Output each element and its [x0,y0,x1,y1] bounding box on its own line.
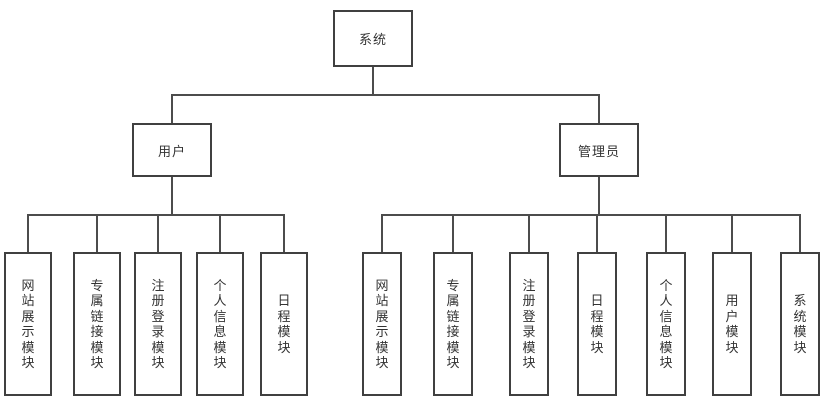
node-user-exclusive-link-module: 专属链接模块 [73,252,121,396]
node-user-website-display-module-label: 网站展示模块 [21,277,35,371]
node-admin-schedule-module: 日程模块 [577,252,617,396]
connector-admin-drop [598,94,600,123]
node-system-root: 系统 [333,10,413,67]
connector-user-drop [171,94,173,123]
node-admin-user-module: 用户模块 [712,252,752,396]
node-admin-user-module-label: 用户模块 [725,293,739,355]
node-admin-register-login-module-label: 注册登录模块 [522,277,536,371]
node-admin-label: 管理员 [577,143,620,159]
node-user-website-display-module: 网站展示模块 [4,252,52,396]
connector-admin-child-3-drop [596,214,598,252]
node-user-register-login-module: 注册登录模块 [134,252,182,396]
node-user-personal-info-module: 个人信息模块 [196,252,244,396]
node-user-register-login-module-label: 注册登录模块 [151,277,165,371]
node-admin-personal-info-module: 个人信息模块 [646,252,686,396]
connector-root-down [372,67,374,94]
node-admin-personal-info-module-label: 个人信息模块 [659,277,673,371]
connector-admin-child-5-drop [731,214,733,252]
node-admin-system-module: 系统模块 [780,252,820,396]
node-admin: 管理员 [559,123,639,177]
node-admin-exclusive-link-module-label: 专属链接模块 [446,277,460,371]
node-user-schedule-module-label: 日程模块 [277,293,291,355]
connector-admin-child-4-drop [665,214,667,252]
connector-admin-children-rail [381,214,801,216]
node-system-root-label: 系统 [358,32,387,47]
connector-user-child-2-drop [157,214,159,252]
node-user-schedule-module: 日程模块 [260,252,308,396]
node-admin-register-login-module: 注册登录模块 [509,252,549,396]
node-user-personal-info-module-label: 个人信息模块 [213,277,227,371]
node-user-label: 用户 [157,143,186,159]
connector-user-children-rail [27,214,285,216]
connector-admin-child-0-drop [381,214,383,252]
connector-admin-down [598,177,600,214]
connector-user-down [171,177,173,214]
node-admin-website-display-module-label: 网站展示模块 [375,277,389,371]
connector-user-child-1-drop [96,214,98,252]
connector-admin-child-2-drop [528,214,530,252]
node-user-exclusive-link-module-label: 专属链接模块 [90,277,104,371]
node-admin-exclusive-link-module: 专属链接模块 [433,252,473,396]
node-admin-schedule-module-label: 日程模块 [590,293,604,355]
node-user: 用户 [132,123,212,177]
connector-admin-child-6-drop [799,214,801,252]
connector-user-child-4-drop [283,214,285,252]
connector-user-child-3-drop [219,214,221,252]
node-admin-system-module-label: 系统模块 [793,293,807,355]
connector-user-child-0-drop [27,214,29,252]
connector-level2-rail [171,94,600,96]
node-admin-website-display-module: 网站展示模块 [362,252,402,396]
connector-admin-child-1-drop [452,214,454,252]
